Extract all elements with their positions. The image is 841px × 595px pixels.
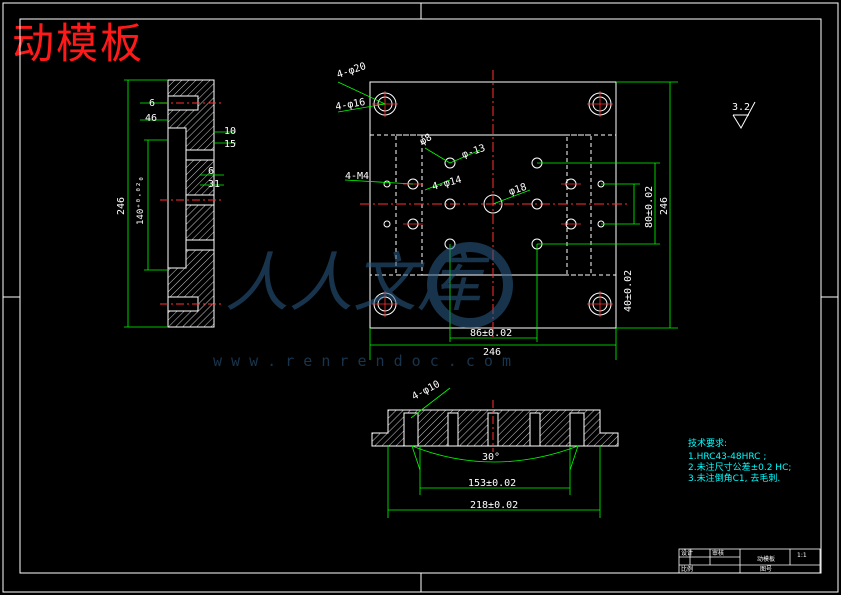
- title-block: [678, 548, 821, 574]
- watermark: 人人文库 w w w . r e n r e n d o c . c o m: [213, 242, 513, 370]
- tb-cell-review: 审核: [712, 549, 724, 557]
- tb-cell-design: 设计: [681, 549, 693, 557]
- label-4-phi16: 4-φ16: [335, 97, 367, 113]
- roughness-value: 3.2: [732, 102, 750, 113]
- side-dim-46: 46: [145, 113, 157, 124]
- dim-218: 218±0.02: [470, 500, 518, 511]
- note-1: 1.HRC43-48HRC ;: [688, 452, 766, 462]
- watermark-logo-ring: [427, 242, 513, 328]
- watermark-text: 人人文库: [225, 247, 490, 321]
- label-phi8: φ8: [418, 132, 434, 148]
- side-dim-10: 10: [224, 126, 236, 137]
- side-dim-31: 31: [208, 179, 220, 190]
- dim-246-horizontal: 246: [483, 347, 501, 358]
- label-phi13: φ-13: [461, 143, 487, 161]
- side-view: 6 46 10 15 6 31 246 140⁺⁰·⁰²₀: [116, 79, 236, 328]
- dim-40: 40±0.02: [623, 270, 634, 312]
- dim-30-deg: 30°: [482, 452, 500, 463]
- label-phi18: φ18: [508, 182, 529, 198]
- tb-scale: 1:1: [797, 552, 807, 559]
- label-4-phi14: 4-φ14: [431, 174, 463, 192]
- note-2: 2.未注尺寸公差±0.2 HC;: [688, 461, 791, 473]
- tb-cell-scale: 比例: [681, 565, 693, 573]
- dim-80: 80±0.02: [644, 186, 655, 228]
- side-dim-6b: 6: [208, 166, 214, 177]
- label-4-phi10: 4-φ10: [410, 379, 442, 403]
- dim-153: 153±0.02: [468, 478, 516, 489]
- notes-heading: 技术要求:: [688, 437, 727, 449]
- tb-part-name: 动模板: [757, 555, 775, 563]
- technical-notes: 技术要求: 1.HRC43-48HRC ; 2.未注尺寸公差±0.2 HC; 3…: [688, 437, 791, 484]
- side-dim-6a: 6: [149, 98, 155, 109]
- watermark-url: w w w . r e n r e n d o c . c o m: [213, 352, 511, 370]
- side-dim-140: 140⁺⁰·⁰²₀: [136, 176, 146, 225]
- front-view: 4-φ20 4-φ16 φ8 φ-13 4-M4 4-φ14 φ18 80±0.…: [335, 61, 678, 360]
- label-4-m4: 4-M4: [345, 171, 369, 182]
- side-dim-246: 246: [116, 197, 127, 215]
- drawing-title: 动模板: [12, 19, 145, 68]
- side-dim-15: 15: [224, 139, 236, 150]
- note-3: 3.未注倒角C1, 去毛刺.: [688, 472, 780, 484]
- bottom-view: 4-φ10 30° 153±0.02 218±0.02: [371, 379, 619, 518]
- dim-86: 86±0.02: [470, 328, 512, 339]
- dim-246-vertical: 246: [659, 197, 670, 215]
- label-4-phi20: 4-φ20: [336, 61, 368, 81]
- roughness-symbol: 3.2: [732, 101, 756, 130]
- tb-cell-drawing-no: 图号: [760, 566, 772, 573]
